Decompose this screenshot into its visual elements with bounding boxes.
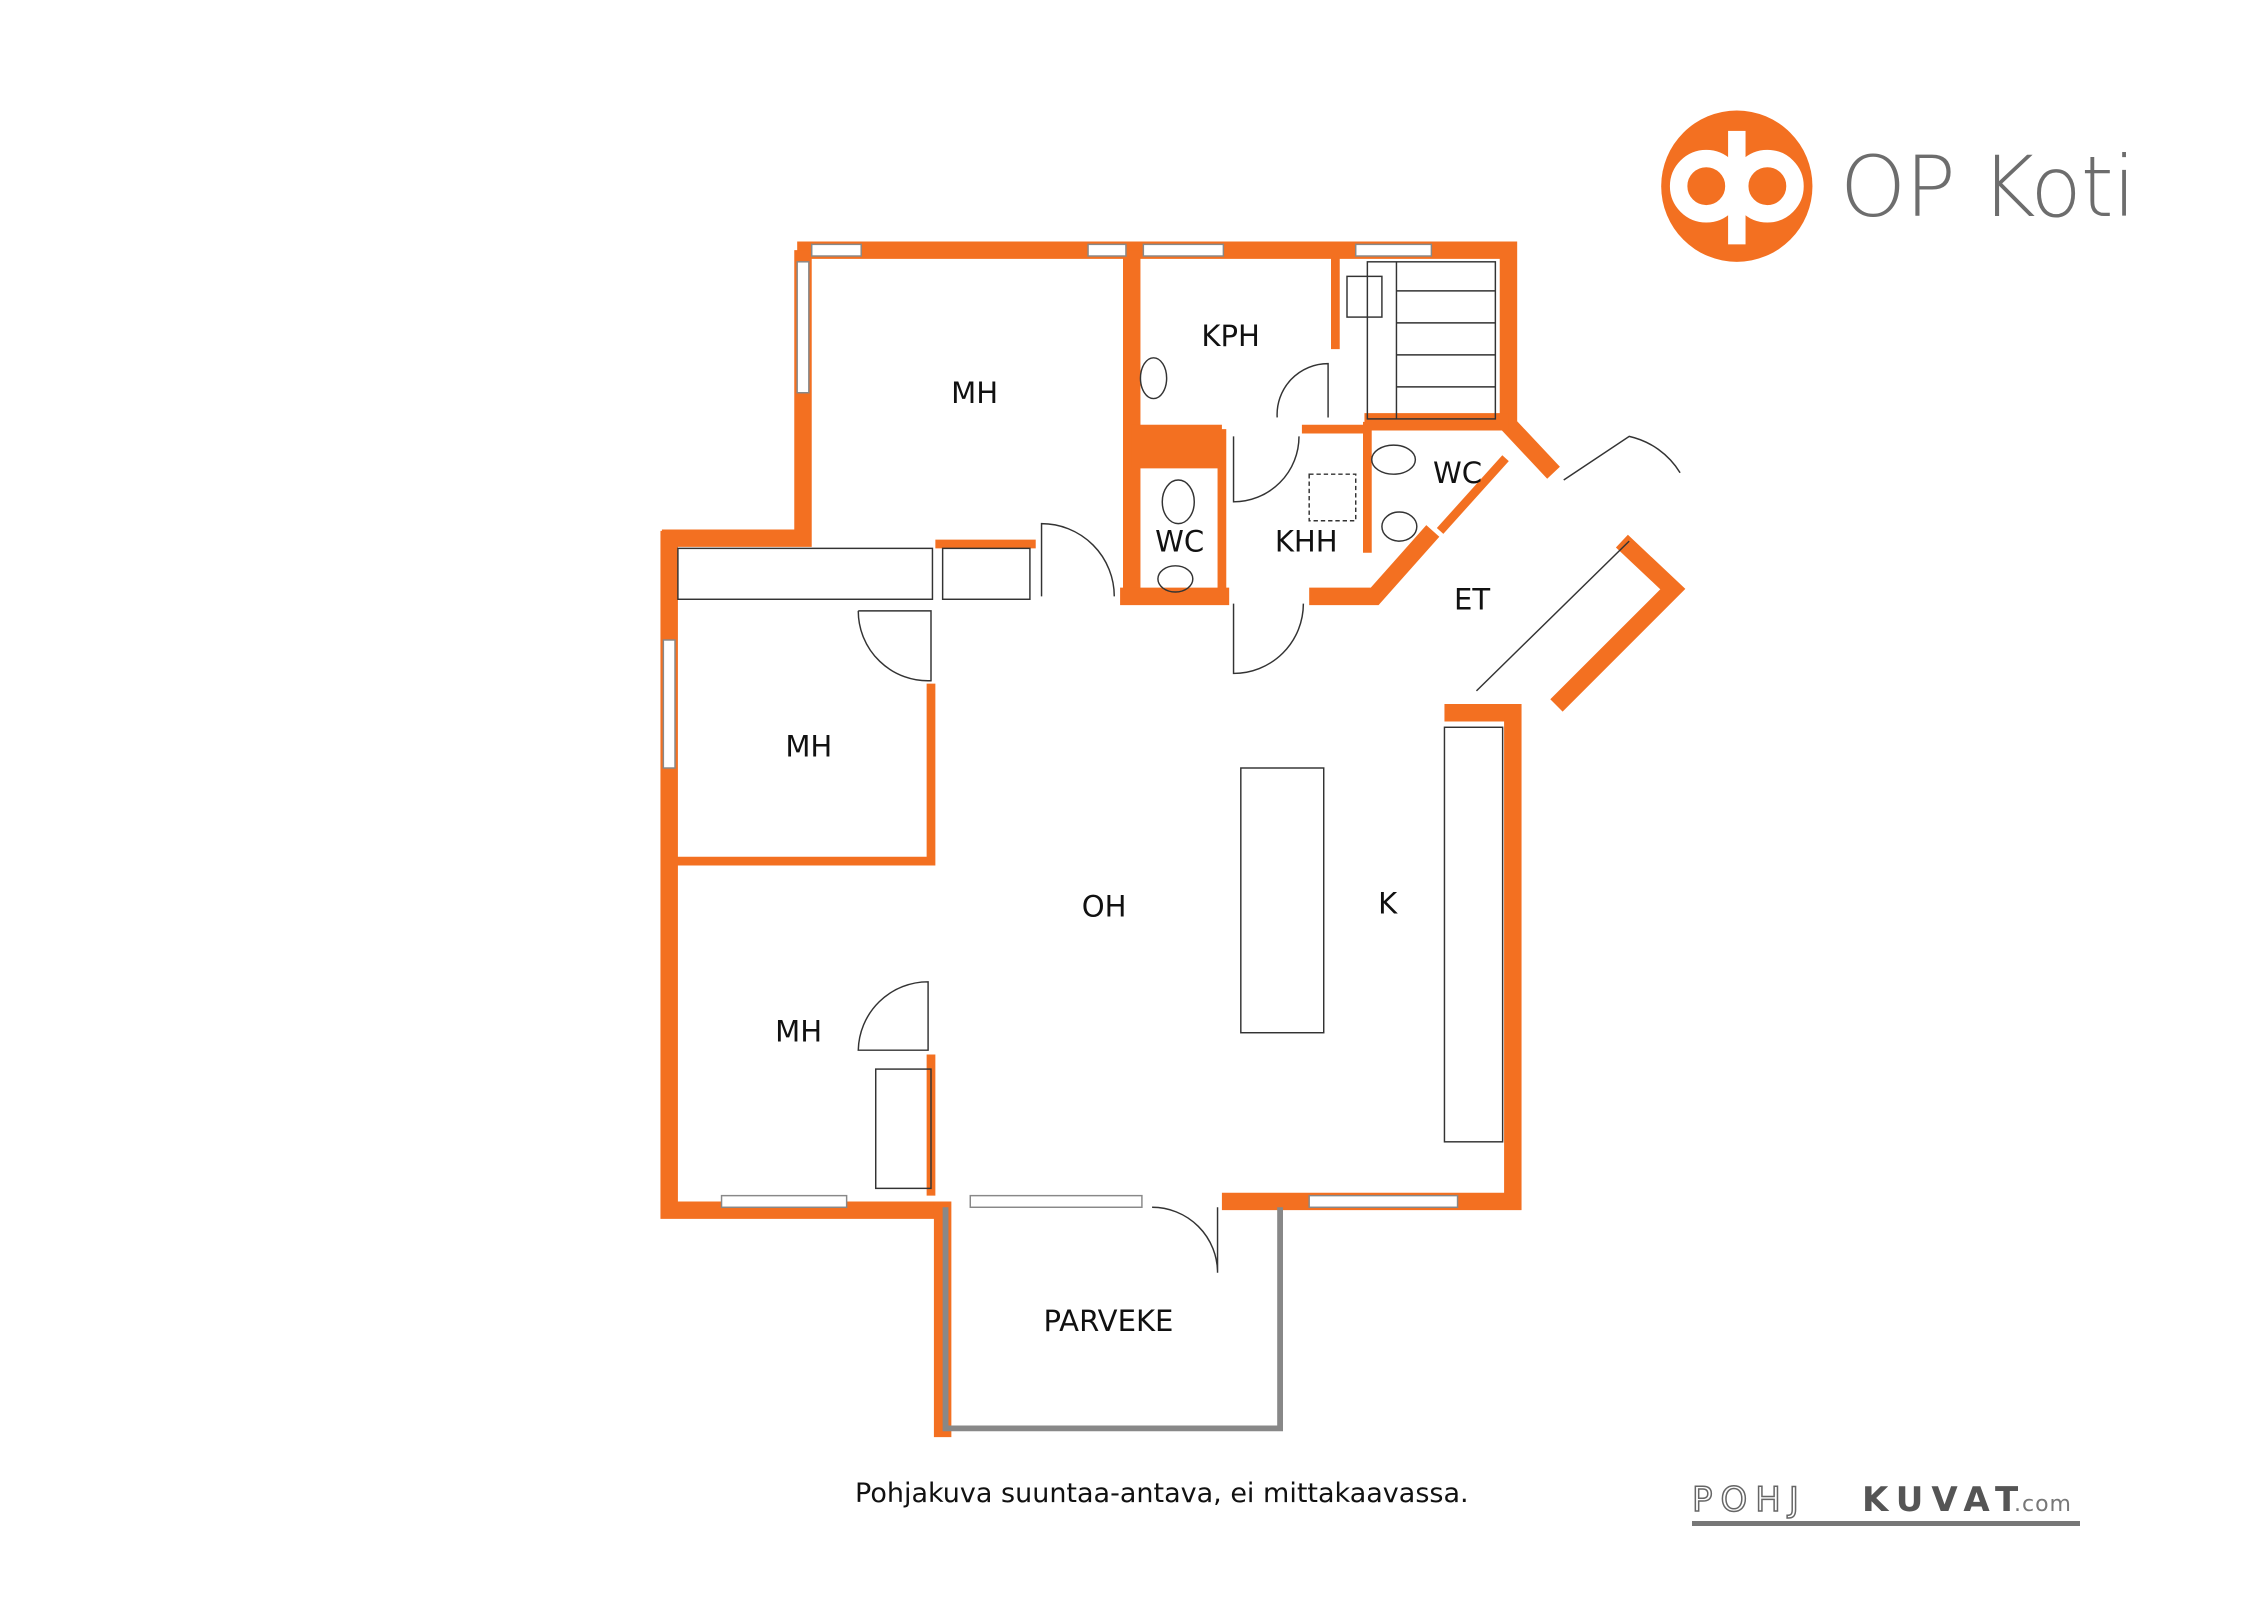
- room-label-wc: WC: [1155, 524, 1204, 558]
- pohjakuvat-logo: POHJ KUVAT .com: [1691, 1470, 2082, 1530]
- room-label-khh: KHH: [1275, 524, 1338, 558]
- credit-part2: KUVAT: [1862, 1480, 2027, 1520]
- room-label-k: K: [1378, 886, 1398, 920]
- logo-circle: [1661, 110, 1813, 262]
- room-label-mh-bottom: MH: [775, 1014, 822, 1048]
- room-label-mh-top: MH: [951, 376, 998, 410]
- room-label-kph: KPH: [1201, 319, 1259, 353]
- credit-part1: POHJ: [1691, 1479, 1807, 1521]
- fixtures: [677, 261, 1681, 1432]
- credit-underline: [1692, 1521, 2080, 1526]
- room-label-mh-middle: MH: [785, 729, 832, 763]
- room-label-parveke: PARVEKE: [1044, 1304, 1174, 1338]
- windows: [662, 243, 1459, 1208]
- disclaimer-note: Pohjakuva suuntaa-antava, ei mittakaavas…: [855, 1478, 1469, 1509]
- brand-logo-text: OP Koti: [1840, 138, 2136, 236]
- room-label-et: ET: [1454, 582, 1490, 616]
- room-label-oh: OH: [1082, 889, 1127, 923]
- credit-suffix: .com: [2014, 1492, 2072, 1517]
- room-label-wc-2: WC: [1433, 456, 1482, 490]
